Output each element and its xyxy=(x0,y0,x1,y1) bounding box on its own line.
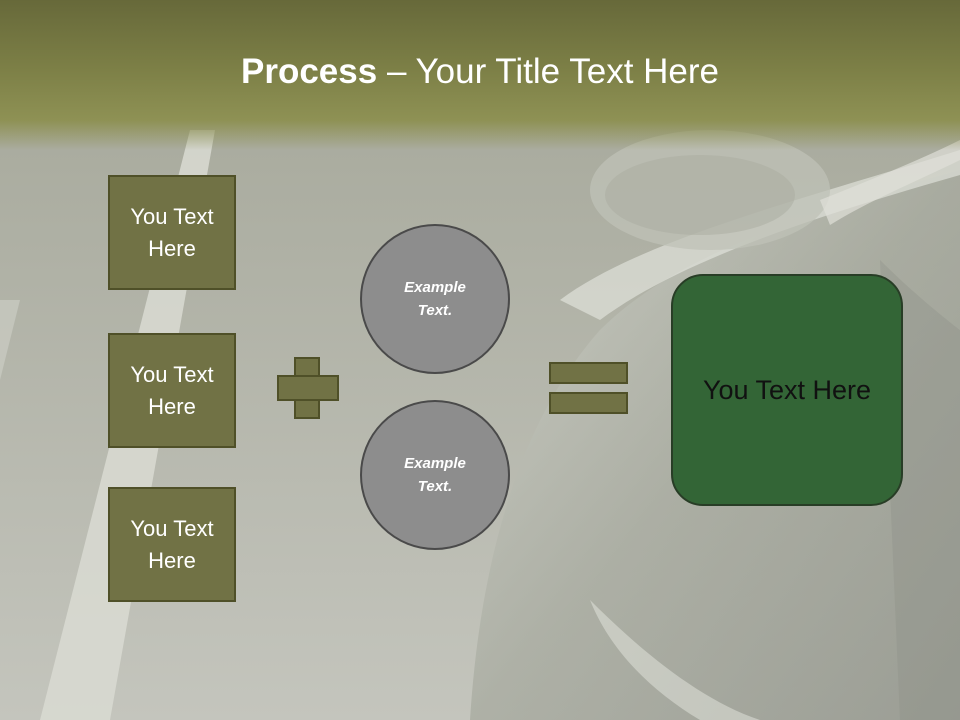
text-box-1-label: You Text Here xyxy=(130,203,214,261)
result-box-label: You Text Here xyxy=(702,374,872,405)
equals-bottom-bar xyxy=(549,392,628,414)
example-circle-2: Example Text. xyxy=(360,400,510,550)
title-rest: – Your Title Text Here xyxy=(377,52,719,91)
text-box-2: You Text Here xyxy=(108,333,236,448)
result-box: You Text Here xyxy=(671,274,903,506)
text-box-2-label: You Text Here xyxy=(130,361,214,419)
text-box-3-label: You Text Here xyxy=(130,515,214,573)
example-circle-1: Example Text. xyxy=(360,224,510,374)
title-band xyxy=(0,0,960,150)
title-bold: Process xyxy=(241,52,378,91)
plus-center xyxy=(296,377,318,399)
equals-top-bar xyxy=(549,362,628,384)
text-box-1: You Text Here xyxy=(108,175,236,290)
text-box-3: You Text Here xyxy=(108,487,236,602)
example-circle-2-label: Example Text. xyxy=(404,455,466,495)
example-circle-1-label: Example Text. xyxy=(404,279,466,319)
slide-title: Process – Your Title Text Here xyxy=(0,52,960,92)
